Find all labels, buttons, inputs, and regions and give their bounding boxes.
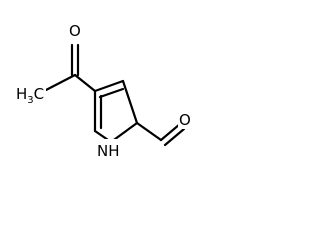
bond-c5-c6 (109, 121, 139, 144)
aldehyde-oxygen-label: O (179, 111, 191, 129)
bond-aldehyde-c-o (159, 122, 182, 142)
ring-nitrogen-label: NH (97, 142, 120, 160)
bond-c3-carbonyl (73, 73, 97, 93)
bond-aldehyde-c-o-double (163, 127, 186, 147)
molecule-diagram: H3C O NH O (14, 20, 196, 160)
ketone-oxygen-label-bg (67, 20, 85, 40)
bond-c3-c4-double (98, 87, 125, 99)
bond-c5-aldehyde-c (135, 121, 163, 142)
methyl-label-bg (14, 82, 46, 102)
structure-canvas: H3C O NH O (14, 20, 196, 160)
bond-c4-c5 (121, 79, 139, 125)
aldehyde-oxygen-label-bg (178, 109, 196, 129)
bond-c3-c4 (93, 79, 125, 93)
bond-carbonyl-methyl (44, 73, 77, 92)
ring-nitrogen-label-bg (95, 139, 121, 159)
ketone-oxygen-label: O (69, 22, 81, 40)
methyl-label: H3C (16, 85, 44, 106)
